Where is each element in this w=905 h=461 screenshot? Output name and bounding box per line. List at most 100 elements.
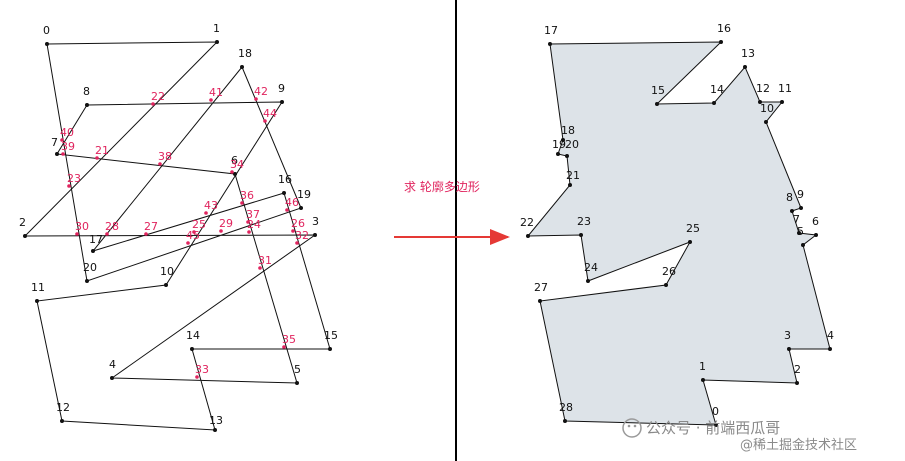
input-vertex-label: 14 — [186, 329, 200, 342]
intersection-label: 33 — [195, 363, 209, 376]
output-vertex-label: 23 — [577, 215, 591, 228]
output-vertex-dot — [814, 233, 818, 237]
output-vertex-label: 18 — [561, 124, 575, 137]
intersection-label: 35 — [282, 333, 296, 346]
intersection-dot — [186, 241, 190, 245]
output-vertex-dot — [795, 381, 799, 385]
output-vertex-label: 10 — [760, 102, 774, 115]
input-vertex-dot — [85, 279, 89, 283]
intersection-label: 26 — [291, 217, 305, 230]
intersection-dot — [247, 230, 251, 234]
intersection-label: 23 — [67, 172, 81, 185]
input-vertex-dot — [328, 347, 332, 351]
input-vertex-label: 17 — [89, 233, 103, 246]
wechat-icon-dot-2 — [633, 424, 637, 428]
intersection-label: 44 — [263, 107, 277, 120]
input-vertex-dot — [91, 249, 95, 253]
output-vertex-label: 7 — [793, 213, 800, 226]
output-vertex-label: 27 — [534, 281, 548, 294]
intersection-dot — [285, 208, 289, 212]
output-vertex-dot — [548, 42, 552, 46]
input-vertex-label: 12 — [56, 401, 70, 414]
intersection-dot — [192, 230, 196, 234]
input-vertex-label: 19 — [297, 188, 311, 201]
output-vertex-label: 2 — [794, 363, 801, 376]
output-vertex-dot — [526, 234, 530, 238]
intersection-dot — [95, 156, 99, 160]
intersection-label: 36 — [240, 189, 254, 202]
intersection-dot — [291, 229, 295, 233]
output-vertex-dot — [801, 243, 805, 247]
output-vertex-dot — [828, 347, 832, 351]
output-vertex-dot — [701, 378, 705, 382]
output-vertex-dot — [719, 40, 723, 44]
input-vertex-dot — [164, 283, 168, 287]
output-vertex-dot — [586, 279, 590, 283]
input-vertex-dot — [295, 381, 299, 385]
output-vertex-label: 26 — [662, 265, 676, 278]
input-vertex-label: 2 — [19, 216, 26, 229]
intersection-dot — [246, 220, 250, 224]
intersection-label: 45 — [186, 229, 200, 242]
intersection-dot — [195, 375, 199, 379]
output-vertex-label: 6 — [812, 215, 819, 228]
intersection-dot — [230, 170, 234, 174]
output-vertex-dot — [712, 101, 716, 105]
output-vertex-label: 1 — [699, 360, 706, 373]
intersection-dot — [61, 152, 65, 156]
output-vertex-dot — [664, 283, 668, 287]
input-vertex-dot — [23, 234, 27, 238]
output-vertex-dot — [538, 299, 542, 303]
output-vertex-dot — [743, 65, 747, 69]
output-vertex-dot — [688, 240, 692, 244]
intersection-label: 43 — [204, 199, 218, 212]
output-vertex-label: 19 — [552, 138, 566, 151]
input-vertex-label: 10 — [160, 265, 174, 278]
output-vertex-dot — [797, 231, 801, 235]
input-vertex-label: 8 — [83, 85, 90, 98]
output-vertex-label: 25 — [686, 222, 700, 235]
intersection-label: 38 — [158, 150, 172, 163]
intersection-dot — [67, 184, 71, 188]
intersection-dot — [254, 97, 258, 101]
intersection-dot — [209, 98, 213, 102]
intersection-label: 42 — [254, 85, 268, 98]
intersection-label: 40 — [60, 126, 74, 139]
output-vertex-label: 20 — [565, 138, 579, 151]
output-vertex-label: 12 — [756, 82, 770, 95]
output-vertex-label: 21 — [566, 169, 580, 182]
intersection-label: 32 — [295, 229, 309, 242]
output-vertex-dot — [764, 120, 768, 124]
output-vertex-dot — [714, 423, 718, 427]
intersection-dot — [204, 211, 208, 215]
output-vertex-label: 8 — [786, 191, 793, 204]
output-vertex-dot — [565, 154, 569, 158]
output-vertex-dot — [790, 209, 794, 213]
input-vertex-dot — [213, 428, 217, 432]
output-vertex-label: 5 — [797, 225, 804, 238]
input-polygon-outline — [23, 41, 331, 431]
intersection-label: 30 — [75, 220, 89, 233]
intersection-label: 46 — [285, 196, 299, 209]
intersection-label: 24 — [247, 218, 261, 231]
input-vertex-label: 15 — [324, 329, 338, 342]
output-vertex-label: 16 — [717, 22, 731, 35]
input-vertex-dot — [240, 65, 244, 69]
intersection-dot — [105, 232, 109, 236]
intersection-dot — [158, 162, 162, 166]
output-vertex-dot — [758, 100, 762, 104]
intersection-label: 39 — [61, 140, 75, 153]
input-vertex-label: 20 — [83, 261, 97, 274]
input-vertex-dot — [85, 103, 89, 107]
input-vertex-dot — [313, 233, 317, 237]
input-vertex-dot — [55, 152, 59, 156]
output-vertex-dot — [563, 419, 567, 423]
input-vertex-label: 3 — [312, 215, 319, 228]
watermark: 公众号 · 前端西瓜哥 @稀土掘金技术社区 — [622, 418, 857, 453]
intersection-label: 37 — [246, 208, 260, 221]
watermark-site: @稀土掘金技术社区 — [740, 437, 857, 453]
output-vertex-dot — [556, 152, 560, 156]
input-vertex-dot — [190, 347, 194, 351]
input-vertex-label: 5 — [294, 363, 301, 376]
